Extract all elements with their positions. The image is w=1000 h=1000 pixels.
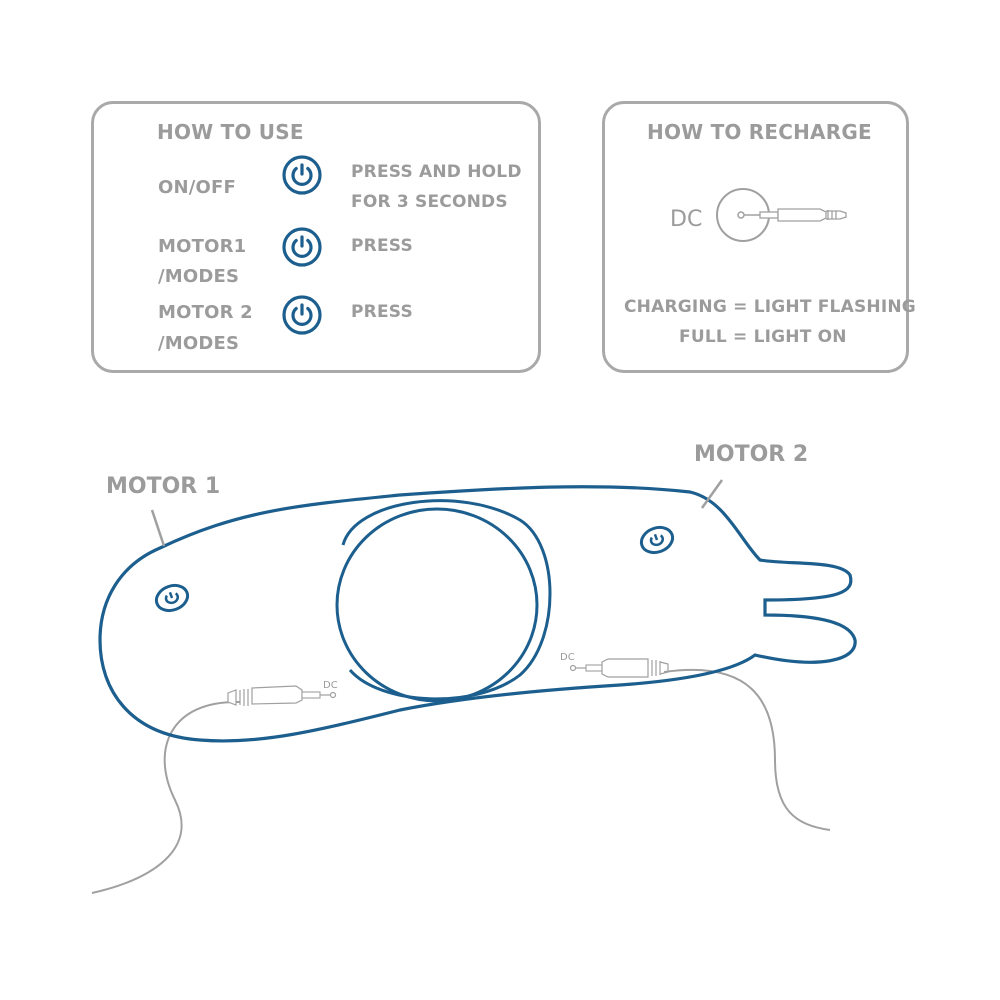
cable-right: [663, 668, 831, 831]
charging-status-line-2: FULL = LIGHT ON: [679, 327, 847, 347]
cable-left: [91, 700, 241, 894]
on-off-action-line-1: PRESS AND HOLD: [351, 162, 522, 182]
dc-plug-right: DC: [560, 652, 669, 678]
dc-plug-left: DC: [227, 680, 338, 706]
charging-status-line-1: CHARGING = LIGHT FLASHING: [624, 297, 916, 317]
motor1-label-line-1: MOTOR1: [158, 236, 247, 257]
power-icon: [282, 227, 322, 267]
how-to-recharge-title: HOW TO RECHARGE: [647, 120, 872, 144]
motor1-label-line-2: /MODES: [158, 266, 240, 287]
motor2-callout-line: [700, 479, 724, 509]
motor1-action: PRESS: [351, 236, 413, 256]
motor2-power-icon: [639, 525, 675, 555]
center-ring-inner: [335, 507, 539, 703]
on-off-action-line-2: FOR 3 SECONDS: [351, 192, 508, 212]
center-ring-outer: [341, 499, 552, 701]
motor2-label-line-1: MOTOR 2: [158, 302, 253, 323]
motor2-action: PRESS: [351, 302, 413, 322]
dc-port-label-right: DC: [560, 652, 575, 663]
motor1-label: MOTOR 1: [106, 474, 221, 499]
toy-body-outline: [98, 485, 857, 743]
motor1-power-icon: [154, 583, 190, 613]
dc-port-label-left: DC: [323, 680, 338, 691]
dc-charger-illustration: DC: [670, 188, 847, 242]
motor2-label-line-2: /MODES: [158, 333, 240, 354]
dc-port-label: DC: [670, 207, 702, 232]
power-icon: [282, 155, 322, 195]
on-off-label: ON/OFF: [158, 177, 237, 198]
motor2-label: MOTOR 2: [694, 442, 809, 467]
how-to-use-title: HOW TO USE: [157, 120, 304, 144]
power-icon: [282, 295, 322, 335]
motor1-callout-line: [150, 509, 166, 547]
